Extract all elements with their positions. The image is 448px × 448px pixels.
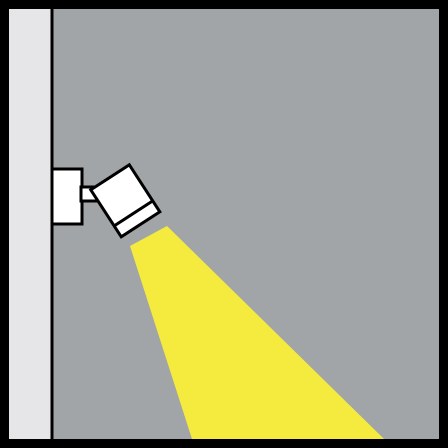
wall-strip <box>9 9 51 439</box>
wall-mount-plate <box>50 167 84 226</box>
lamp-body <box>88 162 162 239</box>
lamp-lens-line <box>113 199 154 228</box>
lamp-head <box>88 162 162 239</box>
light-beam <box>130 226 384 439</box>
